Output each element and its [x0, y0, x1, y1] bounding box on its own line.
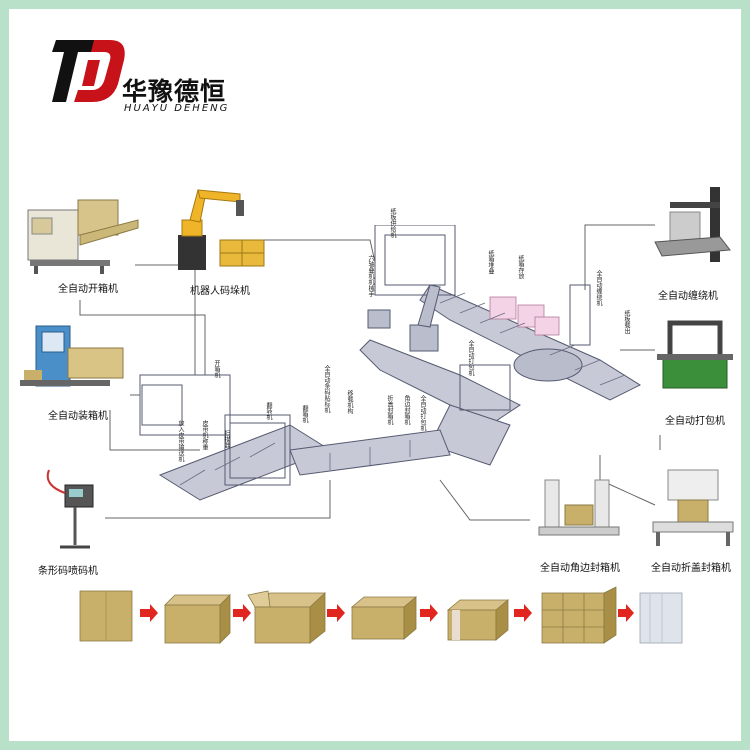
case-packer-label: 全自动装箱机 — [48, 411, 108, 422]
line-label-robot: 六轴叠机机械手 — [367, 255, 374, 297]
fold-sealer-label: 全自动折盖封箱机 — [651, 563, 731, 574]
line-label-corner: 角边封箱机 — [403, 395, 410, 425]
fold-sealer-image — [652, 469, 734, 546]
line-label-pallet-out: 纸板载出 — [623, 310, 630, 334]
line-label-corner2: 全自动打包机 — [419, 395, 426, 431]
line-label-board-stacker: 纸板供给机 — [389, 208, 396, 238]
brand-logo-icon — [52, 40, 125, 102]
robot-palletizer-label: 机器人码垛机 — [190, 286, 250, 297]
line-label-carton-stack: 纸箱堆叠 — [487, 250, 494, 274]
line-label-scanner: 扫描器 — [223, 430, 230, 448]
line-label-labeler: 全自动条码贴标机 — [323, 365, 330, 413]
carton-erector-image — [27, 199, 139, 274]
line-label-turn: 翻转机 — [265, 402, 272, 420]
flow-arrows — [140, 604, 634, 622]
coder-label: 条形码喷码机 — [38, 566, 98, 577]
wrapping-machine-image — [654, 187, 731, 262]
line-label-pusher: 移载机构 — [346, 390, 353, 414]
line-label-feed-conveyor: 放入皮带输送机 — [177, 420, 184, 462]
case-packer-image — [20, 325, 124, 387]
line-label-unpacker: 开箱机 — [213, 360, 220, 378]
carton-erector-label: 全自动开箱机 — [58, 284, 118, 295]
strapping-machine-label: 全自动打包机 — [665, 416, 725, 427]
carton-process-flow — [79, 586, 683, 644]
robot-palletizer-image — [178, 189, 265, 270]
brand-name-en: HUAYU DEHENG — [124, 103, 230, 114]
line-label-carton-store: 纸箱存放 — [517, 255, 524, 279]
corner-sealer-label: 全自动角边封箱机 — [540, 563, 620, 574]
production-line-diagram — [139, 225, 642, 501]
coder-image — [46, 469, 94, 549]
brand-name-cn: 华豫德恒 — [122, 77, 227, 106]
line-label-weigh: 皮带机称重 — [201, 420, 208, 450]
line-label-seal: 折盖封箱机 — [386, 395, 393, 425]
line-label-auto-wrap: 全自动缠绕机 — [595, 270, 602, 306]
corner-sealer-image — [538, 479, 620, 536]
wrapping-machine-label: 全自动缠绕机 — [658, 291, 718, 302]
strapping-machine-image — [657, 320, 733, 389]
line-label-auto-strap: 全自动打包机 — [467, 340, 474, 376]
line-label-flip: 翻箱机 — [301, 405, 308, 423]
